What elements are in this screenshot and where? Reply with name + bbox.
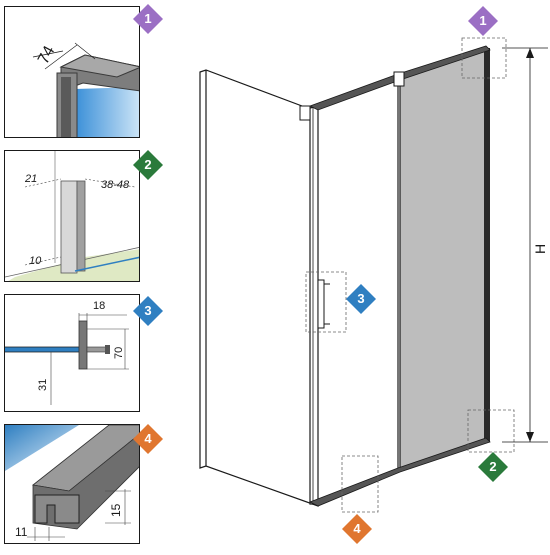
main-badge-2-shape: [478, 452, 508, 482]
detail-4-drawing: [5, 425, 139, 541]
main-enclosure-drawing: H: [180, 0, 550, 555]
detail-3-dim-width: 18: [93, 300, 106, 312]
detail-1-drawing: [32, 42, 139, 137]
main-badge-4-shape: [342, 514, 372, 544]
main-badge-4-number: 4: [353, 521, 361, 536]
badge-4-number: 4: [144, 431, 152, 446]
badge-4: 4: [133, 424, 163, 454]
badge-2-shape: [133, 150, 163, 180]
detail-panel-3: 18 70 31: [4, 294, 140, 412]
detail-panel-1: 74: [4, 6, 140, 138]
badge-3-shape: [133, 296, 163, 326]
detail-panel-2: 21 38-48 10: [4, 150, 140, 282]
main-badge-1: 1: [468, 6, 498, 36]
detail-3-dim-height: 70: [113, 346, 125, 359]
badge-3: 3: [133, 296, 163, 326]
badge-2-number: 2: [144, 157, 152, 172]
height-label: H: [532, 243, 548, 254]
detail-4-dim-height: 15: [109, 503, 123, 517]
main-badge-1-number: 1: [479, 13, 487, 28]
badge-2: 2: [133, 150, 163, 180]
detail-2-drawing: [5, 151, 139, 281]
main-badge-3-number: 3: [357, 291, 365, 306]
badge-3-number: 3: [144, 303, 152, 318]
main-badge-2: 2: [478, 452, 508, 482]
badge-1-shape: [133, 4, 163, 34]
detail-3-dim-offset: 31: [37, 378, 49, 391]
badge-4-shape: [133, 424, 163, 454]
main-badge-1-shape: [468, 6, 498, 36]
badge-1-number: 1: [144, 11, 152, 26]
main-badge-2-number: 2: [489, 459, 497, 474]
badge-1: 1: [133, 4, 163, 34]
detail-2-dim-bottom: 10: [29, 255, 42, 267]
main-badge-3-shape: [346, 284, 376, 314]
enclosure-svg: [199, 37, 548, 513]
detail-4-dim-width: 11: [15, 525, 28, 539]
main-badge-4: 4: [342, 514, 372, 544]
detail-3-drawing: [5, 313, 129, 405]
detail-2-dim-top-right: 38-48: [101, 179, 130, 191]
detail-panel-4: 11 15: [4, 424, 140, 544]
detail-2-dim-top-left: 21: [25, 173, 38, 185]
main-badge-3: 3: [346, 284, 376, 314]
